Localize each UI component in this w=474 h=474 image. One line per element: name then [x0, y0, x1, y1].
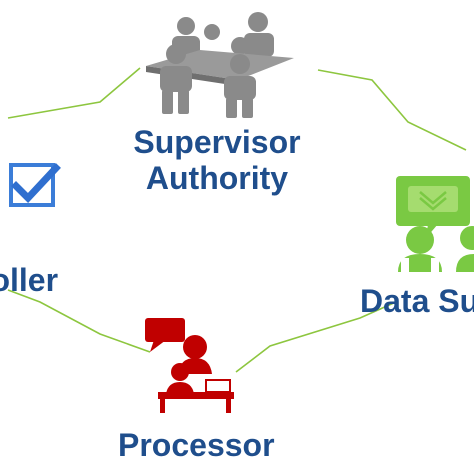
connector-controller-processor: [7, 289, 151, 353]
data-subject-label: Data Su: [360, 283, 474, 319]
meeting-group-icon: [146, 12, 294, 118]
supervisor-authority-line1: Supervisor: [133, 124, 301, 160]
checkbox-icon: [9, 163, 61, 207]
connector-supervisor-datasubject: [317, 69, 467, 151]
supervisor-authority-line2: Authority: [145, 160, 289, 196]
supervisor-authority-label: Supervisor Authority: [0, 124, 434, 196]
person-speech-bubble-icon: [396, 176, 474, 272]
connector-supervisor-controller: [7, 67, 141, 119]
connector-processor-datasubject: [235, 301, 397, 373]
controller-label: roller: [0, 262, 59, 298]
connector-lines: [7, 67, 467, 373]
processor-label: Processor: [118, 427, 275, 463]
person-at-desk-icon: [145, 318, 234, 413]
